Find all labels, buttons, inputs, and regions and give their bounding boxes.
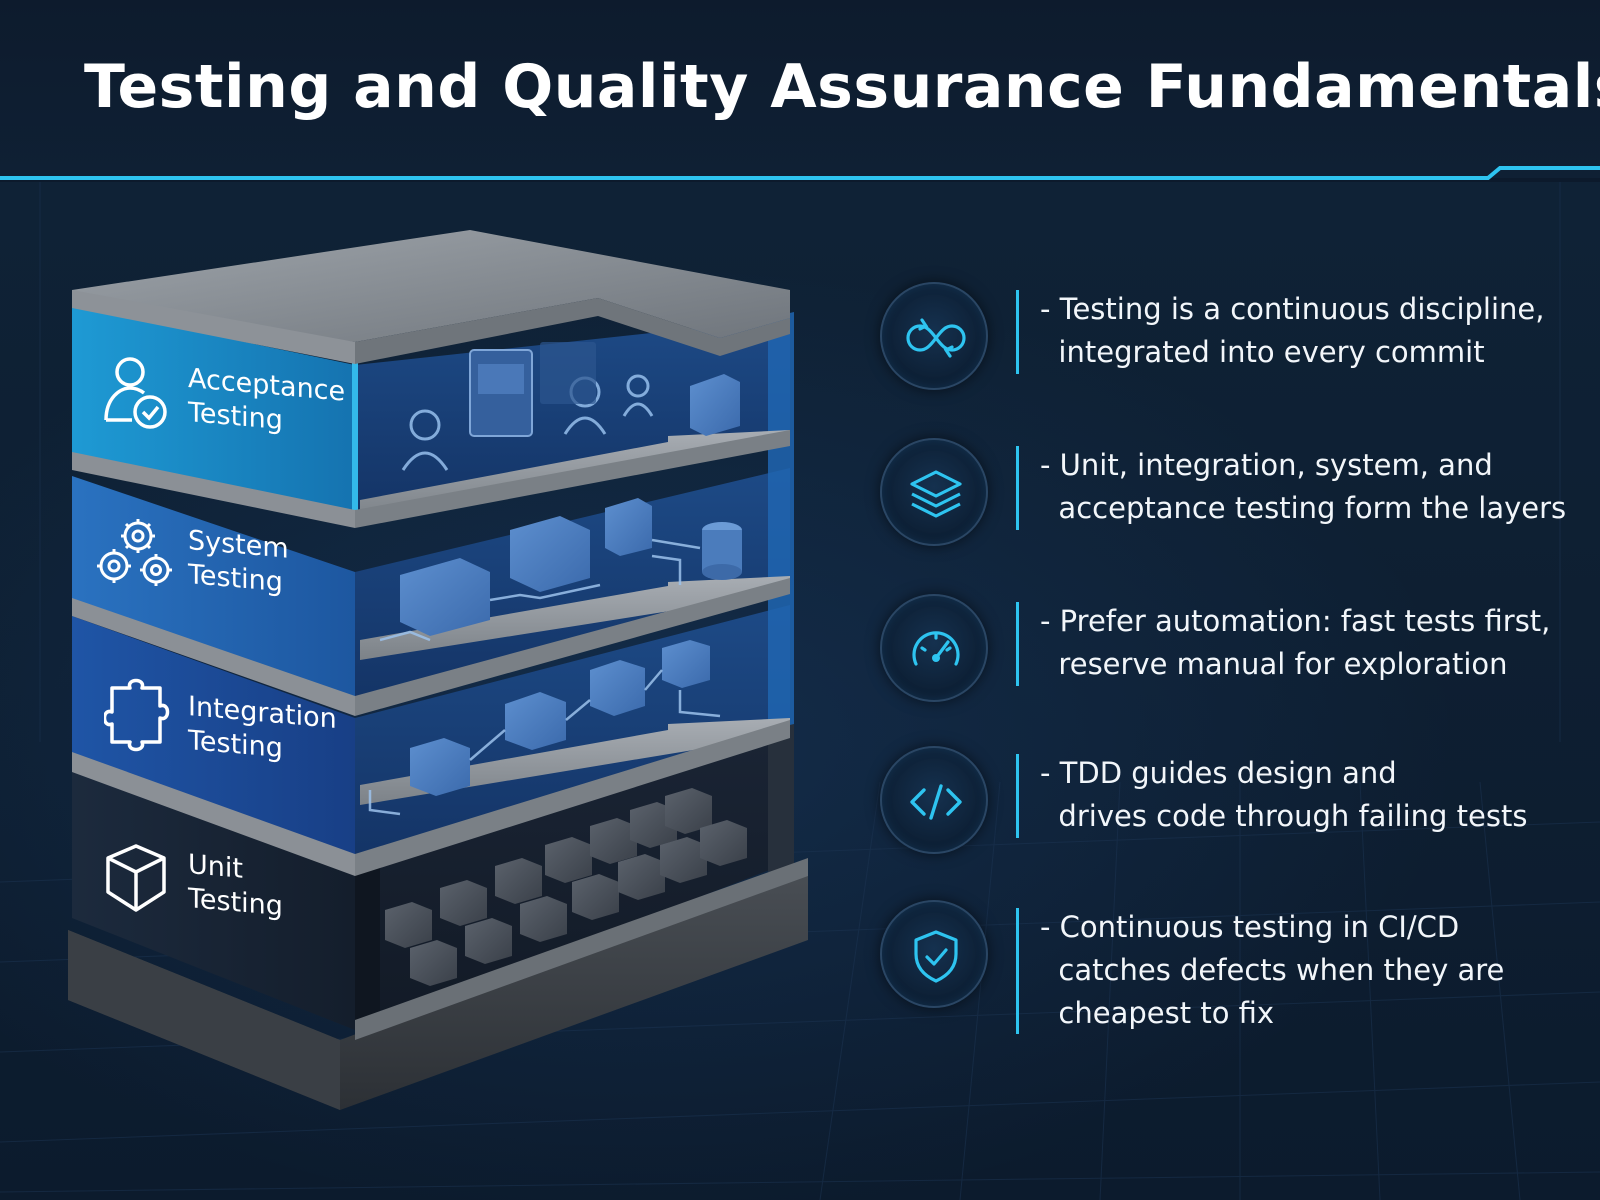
key-point-line: - Continuous testing in CI/CD [1040, 910, 1460, 944]
code-brackets-icon [910, 784, 962, 820]
key-point-line: reserve manual for exploration [1040, 647, 1508, 681]
page-title: Testing and Quality Assurance Fundamenta… [84, 52, 1600, 122]
cube-icon [106, 844, 166, 912]
key-point-line: integrated into every commit [1040, 335, 1485, 369]
shield-check-icon [914, 930, 958, 983]
gears-icon [97, 519, 172, 586]
user-check-icon [104, 357, 167, 429]
header-bar: Testing and Quality Assurance Fundamenta… [0, 0, 1600, 178]
infinity-loop-icon [906, 318, 966, 358]
key-point-line: - TDD guides design and [1040, 756, 1397, 790]
key-point-line: - Unit, integration, system, and [1040, 448, 1493, 482]
key-point-line: - Testing is a continuous discipline, [1040, 292, 1545, 326]
header-accent-line [0, 166, 1600, 180]
key-point-line: acceptance testing form the layers [1040, 491, 1567, 525]
puzzle-icon [104, 678, 170, 752]
key-point-line: - Prefer automation: fast tests first, [1040, 604, 1551, 638]
key-point-line: cheapest to fix [1040, 996, 1275, 1030]
key-point-line: drives code through failing tests [1040, 799, 1528, 833]
speedometer-icon [912, 631, 960, 666]
key-point-line: catches defects when they are [1040, 953, 1505, 987]
layers-icon [910, 470, 962, 518]
